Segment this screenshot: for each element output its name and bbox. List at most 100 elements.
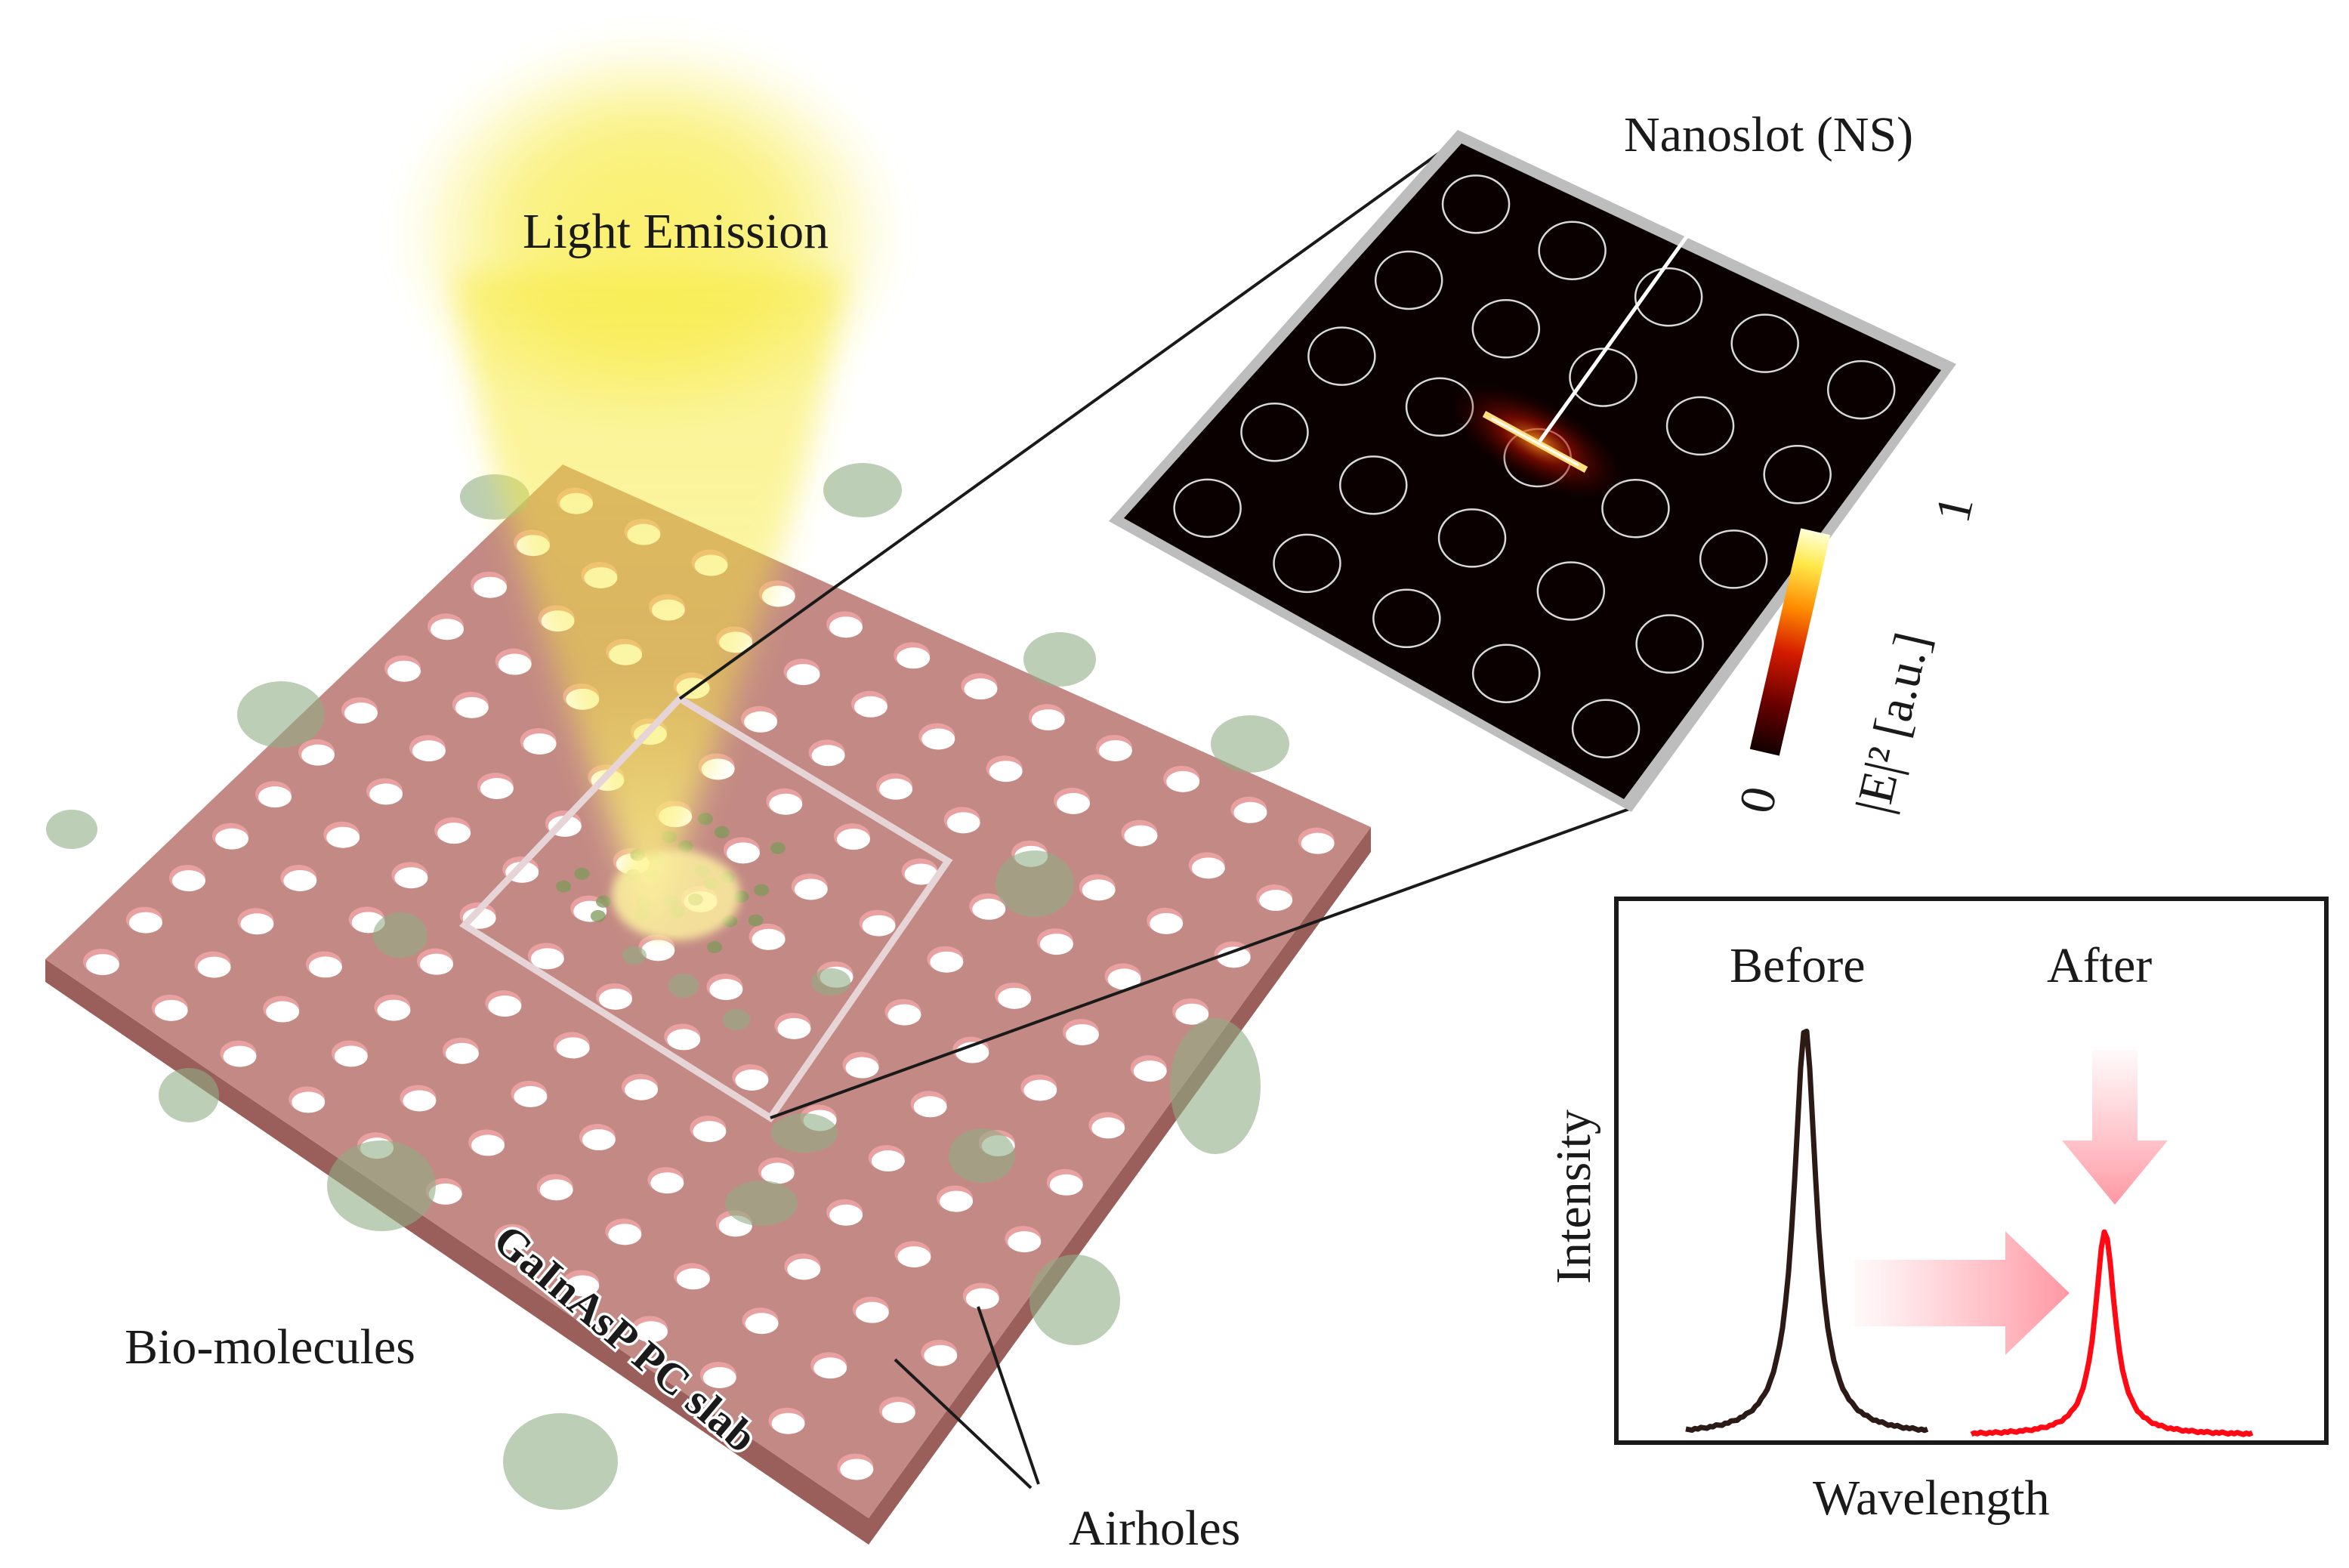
airhole-opening bbox=[761, 585, 795, 607]
airhole-opening bbox=[471, 1134, 505, 1156]
airhole-opening bbox=[794, 878, 828, 900]
bio-molecule bbox=[748, 914, 764, 927]
bio-molecule bbox=[327, 1141, 436, 1231]
bio-molecule bbox=[949, 1128, 1015, 1183]
airholes-pointer-1 bbox=[894, 1358, 1033, 1489]
airhole-opening bbox=[1049, 1174, 1083, 1196]
airhole-opening bbox=[761, 1162, 795, 1184]
airhole-opening bbox=[726, 842, 760, 864]
airhole-opening bbox=[258, 786, 292, 808]
field-airhole-outline bbox=[1601, 478, 1670, 539]
airhole-opening bbox=[197, 956, 231, 978]
shift-arrow-vertical bbox=[2062, 1050, 2168, 1205]
spectrum-before-label: Before bbox=[1730, 938, 1866, 993]
airhole-opening bbox=[855, 1301, 889, 1323]
airhole-opening bbox=[771, 1412, 805, 1434]
colorbar-max-label: 1 bbox=[1925, 491, 1984, 528]
nanoslot-core bbox=[1491, 417, 1579, 467]
airhole-opening bbox=[308, 956, 342, 978]
airhole-opening bbox=[523, 733, 557, 755]
field-airhole-outline bbox=[1372, 588, 1441, 649]
bio-molecule bbox=[503, 1413, 618, 1510]
spectrum-after-peak bbox=[1970, 1229, 2254, 1437]
airhole-opening bbox=[840, 1458, 874, 1480]
airhole-opening bbox=[1057, 792, 1091, 814]
field-airhole-outline bbox=[1273, 533, 1341, 594]
bio-molecule bbox=[811, 968, 850, 995]
zoom-line-top bbox=[678, 138, 1459, 700]
nanoslot-label: Nanoslot (NS) bbox=[1624, 107, 1913, 162]
airhole-opening bbox=[556, 1037, 590, 1059]
airhole-opening bbox=[582, 1129, 616, 1151]
airhole-opening bbox=[887, 1004, 921, 1026]
slab-right-side bbox=[869, 827, 1371, 1545]
field-airhole-outline bbox=[1730, 313, 1799, 373]
airhole-opening bbox=[1008, 1231, 1042, 1253]
bio-molecule bbox=[707, 940, 723, 953]
airhole-opening bbox=[1301, 832, 1335, 854]
airhole-opening bbox=[455, 696, 489, 718]
field-airhole-outline bbox=[1374, 250, 1443, 310]
bio-molecule-cluster bbox=[46, 463, 1289, 1510]
airhole-opening bbox=[853, 696, 887, 718]
airhole-opening bbox=[514, 1085, 548, 1107]
bio-molecule bbox=[995, 850, 1074, 917]
airhole-opening bbox=[769, 793, 803, 815]
airhole-opening bbox=[811, 745, 845, 767]
emission-cone bbox=[453, 272, 846, 929]
bio-molecule bbox=[723, 1009, 750, 1030]
airhole-opening bbox=[474, 576, 508, 598]
airhole-opening bbox=[608, 1224, 642, 1245]
airholes-label: Airholes bbox=[1069, 1501, 1240, 1556]
spectrum-ylabel: Intensity bbox=[1546, 1110, 1601, 1284]
airhole-opening bbox=[744, 711, 778, 733]
airhole-opening bbox=[377, 999, 411, 1021]
airhole-opening bbox=[1098, 739, 1132, 761]
airhole-opening bbox=[301, 744, 335, 766]
bio-molecule bbox=[373, 912, 428, 958]
light-emission-beam bbox=[400, 38, 899, 940]
airhole-opening bbox=[128, 912, 162, 934]
airhole-opening bbox=[998, 987, 1032, 1009]
airhole-opening bbox=[786, 664, 820, 686]
bio-molecule bbox=[754, 884, 770, 897]
airhole-opening bbox=[777, 1017, 811, 1039]
airhole-opening bbox=[283, 869, 317, 891]
slab-front-side bbox=[45, 959, 869, 1545]
airhole-opening bbox=[1107, 968, 1141, 990]
bio-molecule bbox=[1211, 715, 1289, 773]
field-airhole-outline bbox=[1634, 267, 1703, 327]
airhole-opening bbox=[879, 778, 913, 800]
airhole-opening bbox=[845, 1057, 879, 1079]
airhole-opening bbox=[964, 678, 998, 700]
airhole-opening bbox=[266, 1001, 300, 1023]
airhole-opening bbox=[946, 812, 980, 834]
spectrum-after-label: After bbox=[2047, 938, 2152, 993]
bio-molecule bbox=[237, 681, 325, 748]
airhole-opening bbox=[813, 1357, 847, 1379]
airhole-opening bbox=[480, 778, 514, 800]
airhole-opening bbox=[940, 1190, 974, 1212]
airhole-opening bbox=[1150, 912, 1184, 934]
airhole-opening bbox=[752, 928, 786, 950]
field-airhole-outline bbox=[1665, 396, 1735, 456]
airhole-opening bbox=[369, 783, 403, 805]
colorbar-quantity-label: |E|² [a.u.] bbox=[1845, 628, 1940, 818]
airhole-opening bbox=[403, 1090, 437, 1112]
airhole-opening bbox=[1023, 1079, 1057, 1101]
field-airhole-outline bbox=[1173, 478, 1242, 539]
bio-molecule bbox=[46, 810, 97, 849]
bio-molecule bbox=[556, 880, 572, 893]
airhole-opening bbox=[745, 1313, 779, 1335]
field-airhole-outline bbox=[1571, 699, 1641, 758]
airhole-opening bbox=[462, 907, 496, 929]
bio-molecule bbox=[574, 867, 590, 880]
bio-molecule bbox=[1170, 1018, 1261, 1154]
spectrum-xlabel: Wavelength bbox=[1813, 1471, 2050, 1526]
bio-molecule bbox=[1023, 632, 1096, 687]
airhole-opening bbox=[431, 619, 465, 640]
bio-molecule bbox=[622, 946, 647, 965]
airhole-opening bbox=[498, 653, 532, 675]
zoom-line-bottom bbox=[770, 807, 1632, 1119]
airhole-opening bbox=[394, 867, 428, 889]
